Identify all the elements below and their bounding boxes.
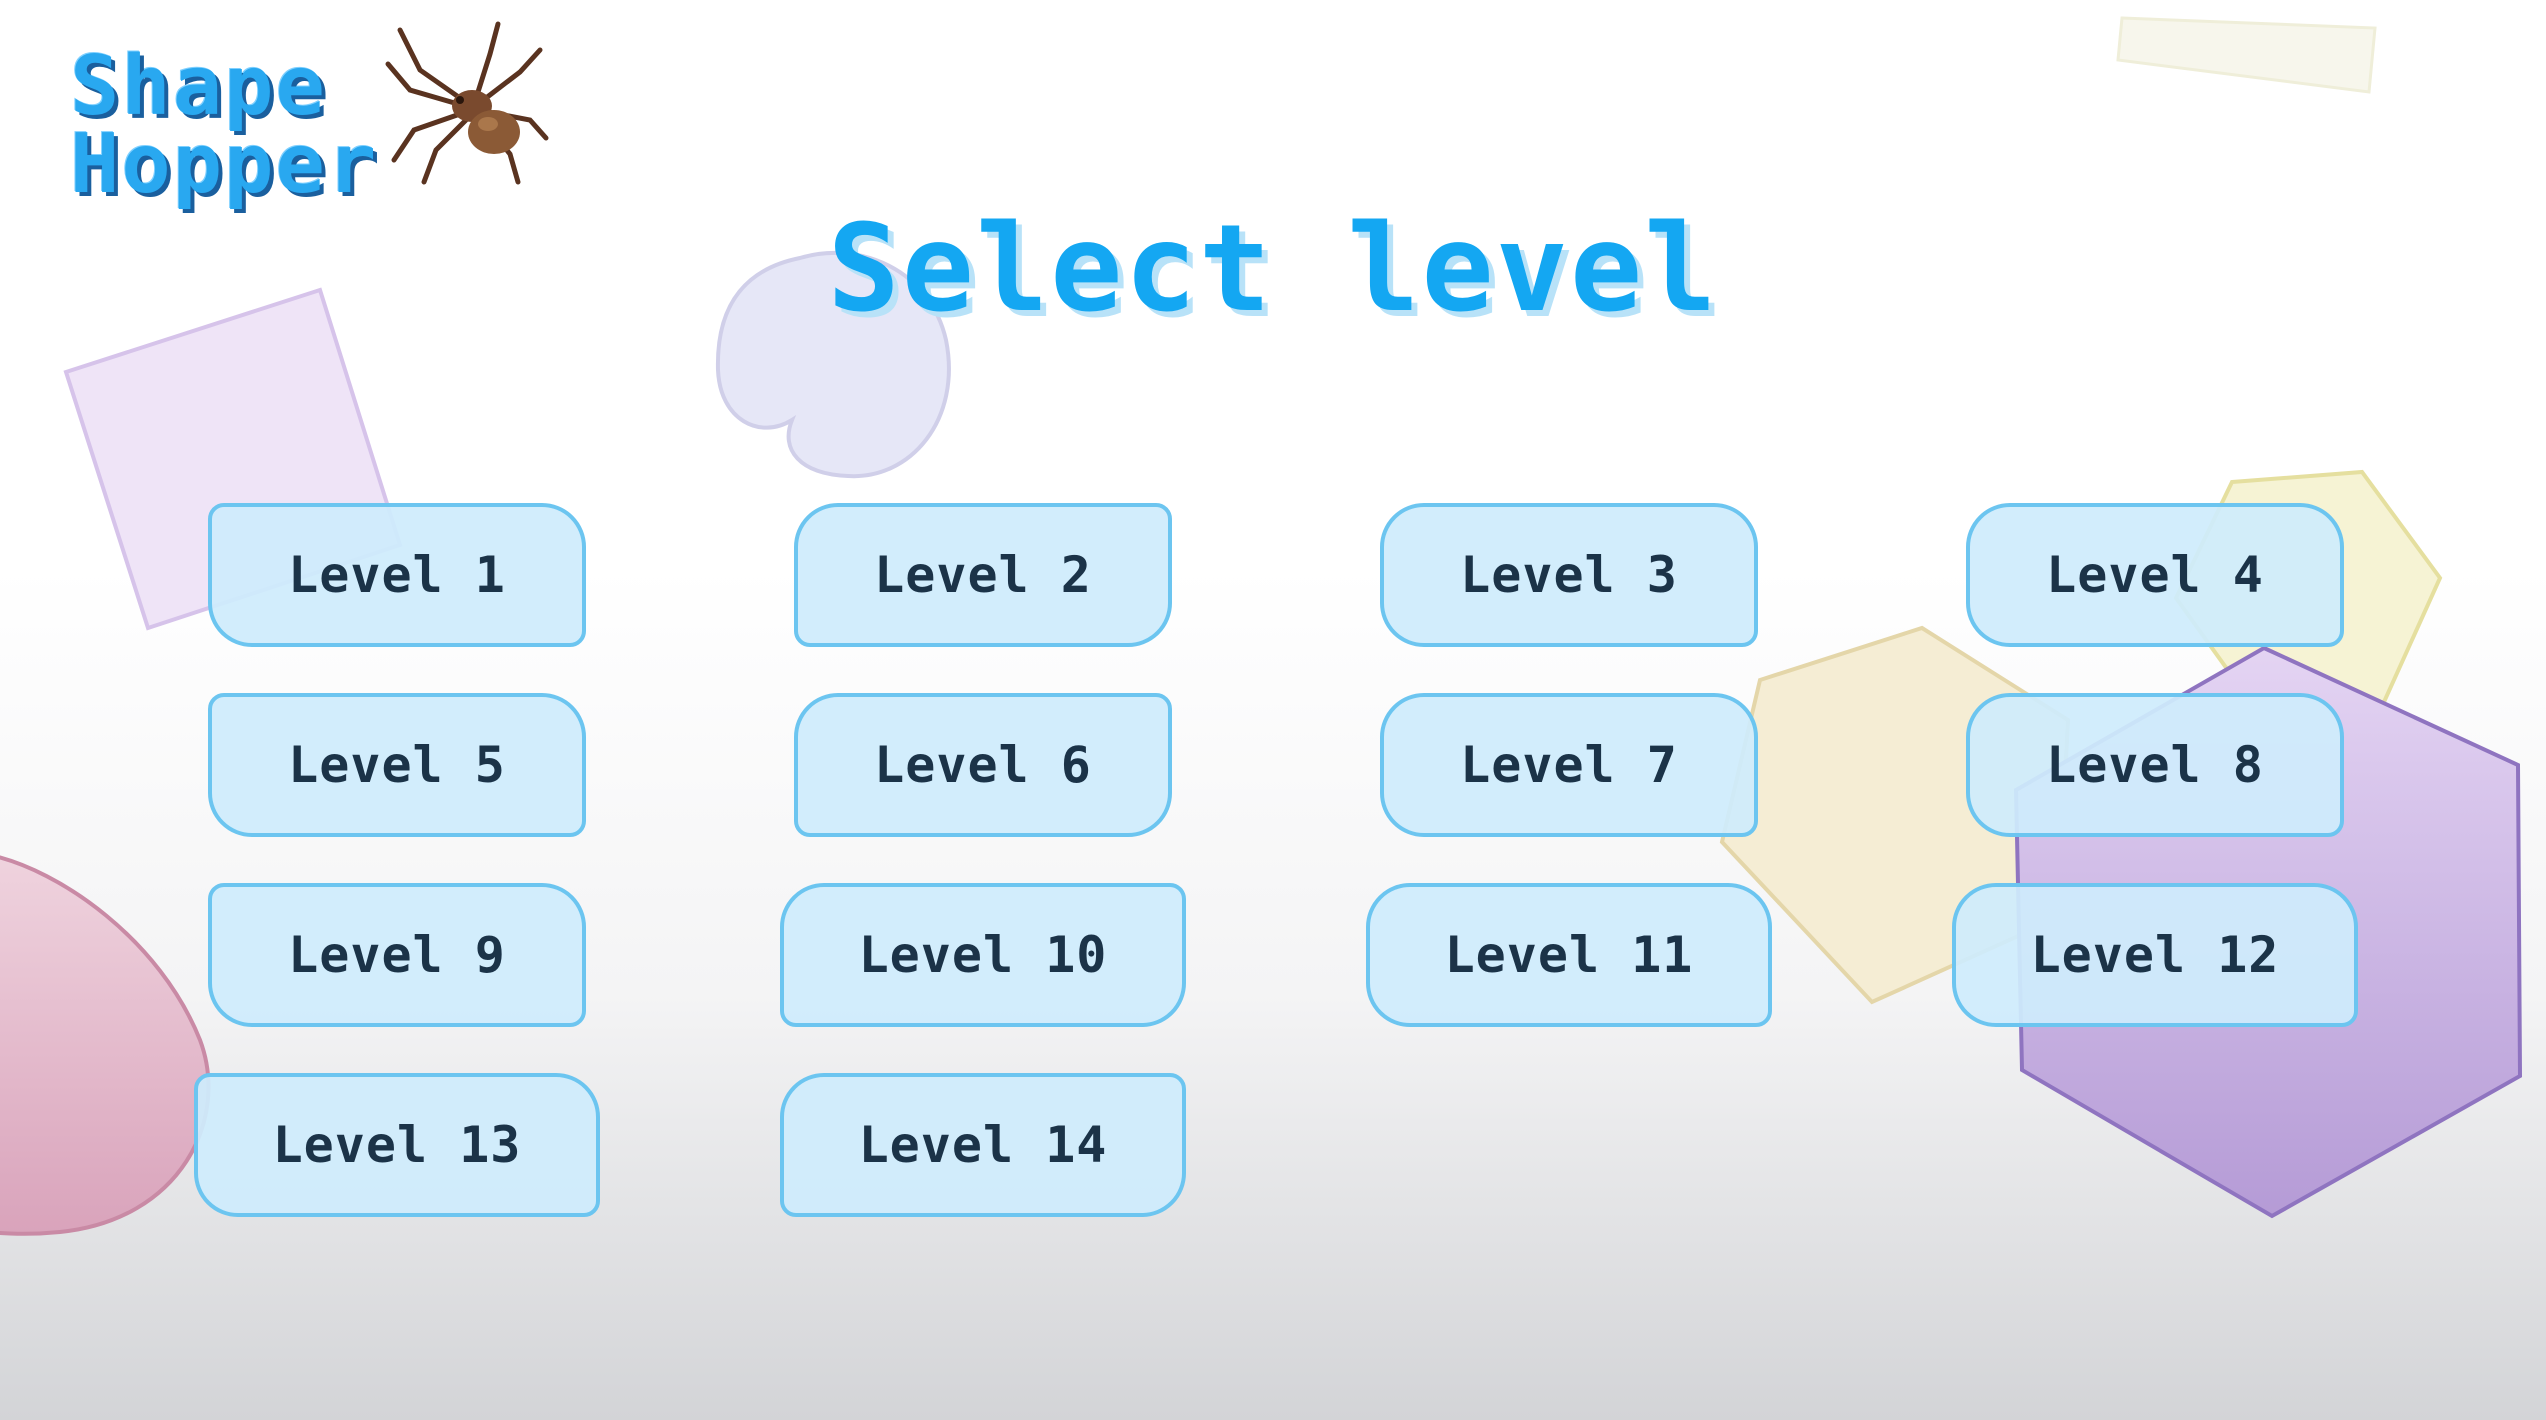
bg-blob-shape — [715, 250, 951, 479]
logo-text-line1: Shape — [70, 39, 327, 134]
bg-faint-rectangle — [2116, 16, 2377, 94]
level-13-button[interactable]: Level 13 — [194, 1073, 600, 1217]
spider-icon — [385, 21, 549, 185]
level-3-button[interactable]: Level 3 — [1380, 503, 1758, 647]
logo-text-line2: Hopper — [70, 117, 379, 212]
level-11-button[interactable]: Level 11 — [1366, 883, 1772, 1027]
level-8-button[interactable]: Level 8 — [1966, 693, 2344, 837]
game-logo: Shape Hopper — [60, 20, 580, 220]
level-12-button[interactable]: Level 12 — [1952, 883, 2358, 1027]
level-9-button[interactable]: Level 9 — [208, 883, 586, 1027]
level-5-button[interactable]: Level 5 — [208, 693, 586, 837]
level-2-button[interactable]: Level 2 — [794, 503, 1172, 647]
level-4-button[interactable]: Level 4 — [1966, 503, 2344, 647]
level-6-button[interactable]: Level 6 — [794, 693, 1172, 837]
page-title: Select level — [827, 200, 1719, 339]
level-14-button[interactable]: Level 14 — [780, 1073, 1186, 1217]
level-1-button[interactable]: Level 1 — [208, 503, 586, 647]
level-10-button[interactable]: Level 10 — [780, 883, 1186, 1027]
level-7-button[interactable]: Level 7 — [1380, 693, 1758, 837]
